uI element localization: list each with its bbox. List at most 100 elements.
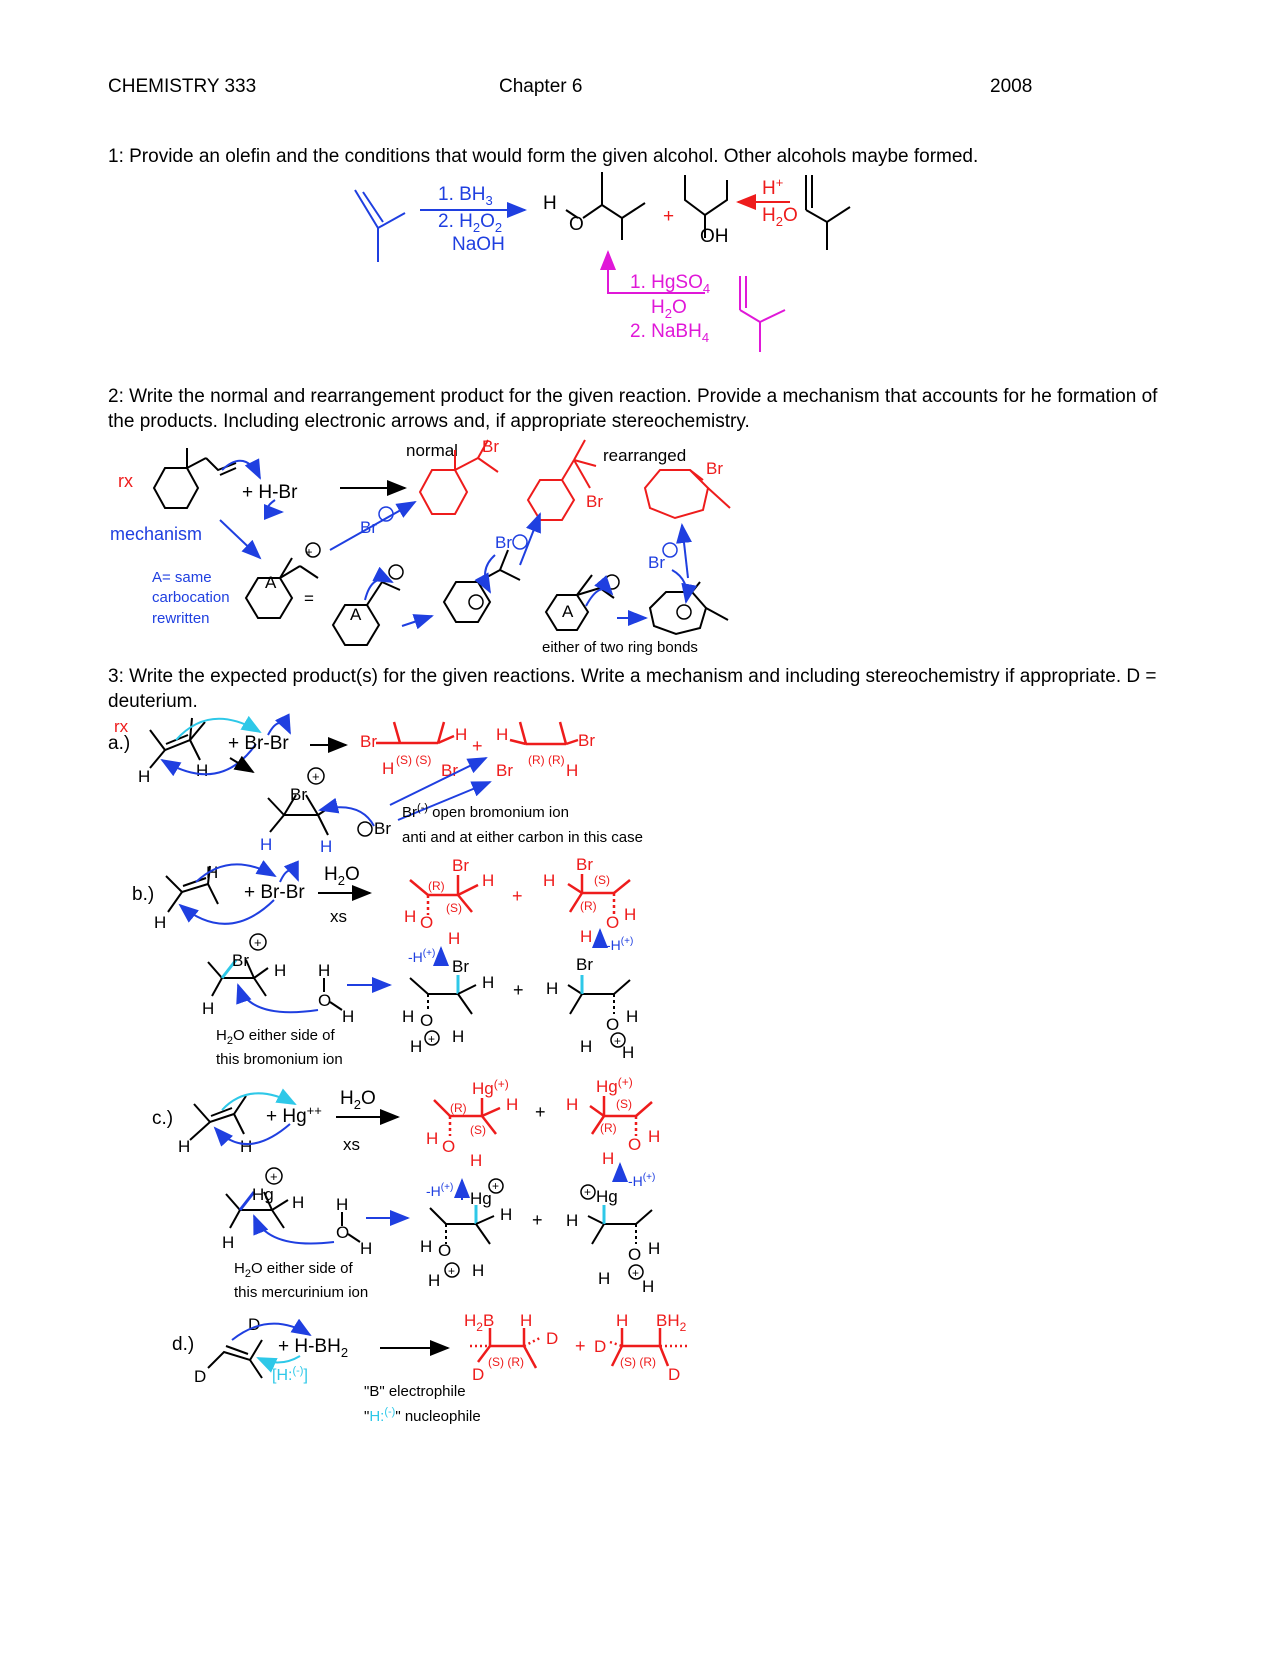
q3b-ox1-h4: H	[452, 1027, 464, 1046]
svg-text:(R): (R)	[600, 1121, 617, 1135]
q3b-bromonium-h2: H	[202, 999, 214, 1018]
q3a-brbr-arrow	[267, 713, 291, 736]
q3b-ox1-h2: H	[402, 1007, 414, 1026]
svg-text:H+: H+	[762, 175, 783, 199]
q3b-p1-o: O	[420, 913, 433, 932]
q3d-d2: D	[194, 1367, 206, 1386]
q1-side-product-tertiary-alcohol	[684, 175, 728, 238]
q3c-label: c.)	[152, 1108, 173, 1129]
svg-text:carbocation: carbocation	[152, 589, 230, 606]
q3c-ox2-hg-plus: +	[584, 1185, 591, 1199]
q3b-pi-arrow	[195, 860, 277, 883]
q3c-plus: +	[535, 1102, 546, 1122]
svg-text:H2O: H2O	[762, 205, 798, 229]
q3b-product-1-labels: Br H H O H (R) (S)	[404, 856, 494, 948]
q2-equals: =	[304, 589, 314, 608]
svg-text:Hg(+): Hg(+)	[472, 1077, 509, 1098]
q2-br-anion-2: Br	[495, 533, 512, 552]
q3c-water-h2: H	[360, 1239, 372, 1258]
q3b-note-1: H2O either side of	[216, 1027, 336, 1047]
q3b-minus-h-2: -H(+)	[606, 936, 633, 953]
q3a-reagent: + Br-Br	[228, 733, 289, 754]
svg-text:H: H	[496, 725, 508, 744]
q3c-ox2-h4: H	[642, 1277, 654, 1296]
svg-text:(R): (R)	[428, 879, 445, 893]
q3d-label: d.)	[172, 1334, 194, 1355]
q3b-bromonium-h1: H	[274, 961, 286, 980]
q3d-d1: D	[248, 1315, 260, 1334]
q3-rx-label: rx	[114, 717, 129, 736]
q3c-water: H2O	[340, 1088, 376, 1112]
q3a-label: a.)	[108, 733, 130, 754]
q3b-ox2-h3: H	[580, 1037, 592, 1056]
q3c-xs: xs	[343, 1135, 360, 1154]
q1-product-alcohol	[565, 172, 646, 240]
q2-alt-product	[526, 439, 597, 521]
q2-rearranged-label: rearranged	[603, 446, 686, 465]
q2-carbocation-A-rewritten	[331, 564, 404, 646]
q2-a-label-1: A	[265, 573, 277, 592]
svg-text:Br: Br	[360, 732, 377, 751]
svg-text:Br: Br	[576, 855, 593, 874]
svg-text:H: H	[580, 927, 592, 946]
q3a-product-1	[376, 721, 455, 745]
q2-br-attack-arrow	[329, 501, 417, 551]
q3b-ox2-o: O	[606, 1015, 619, 1034]
q3c-oxonium-1	[429, 1178, 504, 1278]
q3b-ox2-br: Br	[576, 955, 593, 974]
q3b-water-h2: H	[342, 1007, 354, 1026]
q3c-note-2: this mercurinium ion	[234, 1284, 368, 1301]
svg-text:H: H	[382, 759, 394, 778]
q3b-product-1	[409, 875, 479, 915]
q3c-mercurinium-hg: Hg	[252, 1185, 274, 1204]
q3c-reagent: + Hg++	[266, 1103, 322, 1127]
q3b-water-h1: H	[318, 961, 330, 980]
svg-text:(S): (S)	[594, 873, 610, 887]
q3d-product-1	[470, 1328, 541, 1369]
q3b-ox2-h: H	[546, 979, 558, 998]
chapter-title: Chapter 6	[499, 76, 583, 97]
q3d-hydride: [H:(-)]	[272, 1365, 308, 1384]
svg-text:H: H	[520, 1311, 532, 1330]
q3c-water-o: O	[336, 1223, 349, 1242]
q3c-plus-charge: +	[270, 1169, 278, 1184]
q2-carbocation-A	[244, 542, 321, 619]
q3b-plus: +	[512, 886, 523, 906]
q2-br-anion-3: Br	[648, 553, 665, 572]
q3a-anti-attack	[318, 797, 375, 827]
svg-text:rewritten: rewritten	[152, 610, 210, 627]
q3a-plus-charge: +	[312, 769, 320, 784]
q3c-product-1-labels: Hg(+) H H O H (R) (S)	[426, 1077, 518, 1170]
year: 2008	[990, 76, 1033, 97]
q3c-ox1-hg: Hg	[470, 1189, 492, 1208]
q3c-minus-h-1: -H(+)	[426, 1182, 453, 1199]
q3c-product-2	[589, 1096, 653, 1136]
q3a-note-1: Br(-) open bromonium ion	[402, 802, 569, 821]
q2-cycloheptyl-cation	[648, 581, 729, 636]
q1-starting-olefin	[354, 189, 406, 262]
q2-normal-product	[418, 439, 499, 515]
q2-minus-3	[662, 542, 678, 558]
q2-normal-br: Br	[482, 437, 499, 456]
svg-text:H: H	[470, 1151, 482, 1170]
q3b-ox2-h4: H	[622, 1043, 634, 1062]
q2-normal-label: normal	[406, 441, 458, 460]
q3c-oxonium-2	[580, 1184, 653, 1280]
svg-text:H: H	[566, 761, 578, 780]
q3c-note-1: H2O either side of	[234, 1260, 354, 1280]
q3b-ox1-h3: H	[410, 1037, 422, 1056]
svg-text:H: H	[426, 1129, 438, 1148]
q2-a-label-2: A	[350, 605, 362, 624]
q3c-alkene	[189, 1095, 247, 1141]
question-1-prompt: 1: Provide an olefin and the conditions …	[108, 146, 979, 167]
q2-shift-arrow	[364, 566, 394, 601]
svg-text:(S): (S)	[470, 1123, 486, 1137]
q3c-ox2-h3: H	[598, 1269, 610, 1288]
question-3-prompt: 3: Write the expected product(s) for the…	[108, 666, 1157, 712]
q3a-br-h1: H	[260, 835, 272, 854]
q3a-product-1-labels: Br H H Br (S) (S)	[360, 725, 467, 780]
q2-rearranged-br: Br	[706, 459, 723, 478]
q2-secondary-cation	[442, 549, 521, 623]
q1-product-o: O	[569, 214, 584, 235]
